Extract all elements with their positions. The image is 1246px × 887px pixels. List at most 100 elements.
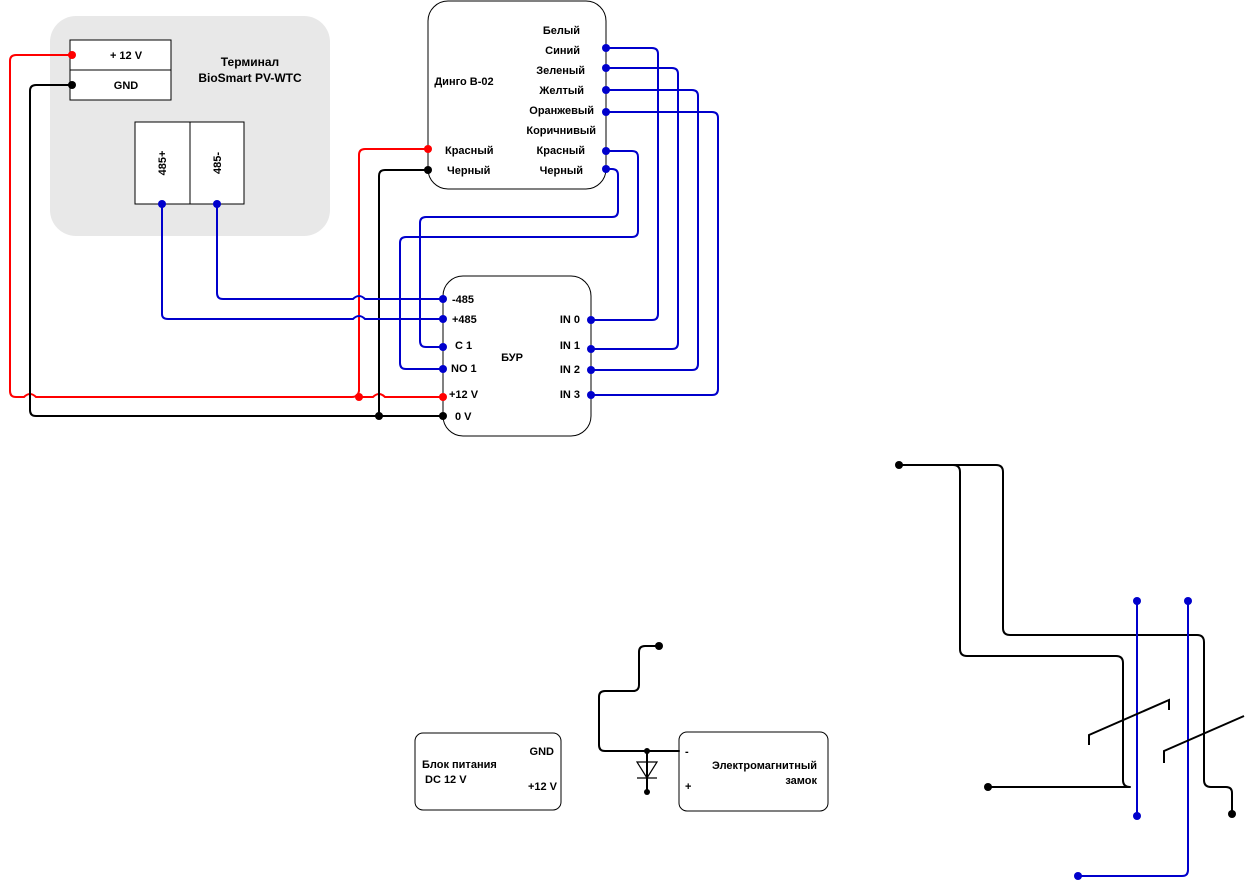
bur-pin-minus485: -485 — [452, 294, 474, 306]
dot-dingo-red — [424, 145, 432, 153]
bur-pin-0v: 0 V — [455, 411, 472, 423]
dingo-box — [427, 0, 607, 190]
bur-pin-plus485: +485 — [452, 314, 477, 326]
dot-relay-black-end-2 — [1228, 810, 1236, 818]
lock-title-line2: замок — [785, 775, 817, 787]
dot-terminal-gnd — [68, 81, 76, 89]
dot-relay-blue-top-2 — [1184, 597, 1192, 605]
dot-bur-in3 — [587, 391, 595, 399]
dot-bur-12v — [439, 393, 447, 401]
dingo-wire-yellow: Желтый — [538, 85, 584, 97]
dot-relay-blue-bottom-1 — [1133, 812, 1141, 820]
lock-title-line1: Электромагнитный — [712, 760, 817, 772]
wire-relay-black-1 — [898, 464, 1233, 815]
dingo-wire-black: Черный — [540, 165, 583, 177]
psu-gnd-label: GND — [530, 746, 555, 758]
dot-dingo-green — [602, 64, 610, 72]
dot-junction-red — [355, 393, 363, 401]
wire-lock-minus — [598, 645, 680, 752]
wire-orange-to-in3 — [590, 111, 719, 396]
dot-bur-in2 — [587, 366, 595, 374]
lock-plus-label: + — [685, 781, 691, 793]
dingo-left-black: Черный — [447, 165, 490, 177]
dot-relay-black-start — [895, 461, 903, 469]
wire-gnd-terminal-to-bur — [29, 84, 444, 417]
dot-junction-black — [375, 412, 383, 420]
relay-fragment — [895, 461, 1245, 880]
blue-wires — [161, 47, 719, 396]
bur-pin-no1: NO 1 — [451, 363, 477, 375]
dingo-wire-brown: Коричнивый — [526, 125, 596, 137]
bur-box — [442, 275, 592, 437]
terminal-title-line1: Терминал — [221, 55, 279, 69]
bur-pin-in3: IN 3 — [560, 389, 580, 401]
dot-dingo-red-right — [602, 147, 610, 155]
relay-contact-1-icon — [1088, 698, 1170, 745]
bur-pin-12v: +12 V — [449, 389, 479, 401]
dot-dingo-blue — [602, 44, 610, 52]
bur-pin-in1: IN 1 — [560, 340, 580, 352]
wire-485-minus — [216, 203, 444, 300]
dot-relay-black-end — [984, 783, 992, 791]
relay-contact-2-icon — [1163, 715, 1245, 763]
wire-green-to-in1 — [590, 67, 679, 350]
terminal-power-plus-box — [69, 39, 172, 71]
terminal-power-plus-label: + 12 V — [110, 50, 143, 62]
wire-relay-black-2 — [952, 464, 1131, 788]
dot-lock-wire-end — [655, 642, 663, 650]
terminal-power-gnd-label: GND — [114, 80, 139, 92]
wire-gnd-to-dingo — [378, 169, 429, 417]
dot-bur-0v — [439, 412, 447, 420]
dot-dingo-yellow — [602, 86, 610, 94]
lock-wiring — [598, 645, 680, 793]
dot-bur-in0 — [587, 316, 595, 324]
wire-yellow-to-in2 — [590, 89, 699, 371]
wire-12v-to-bur — [358, 393, 444, 398]
dot-bur-plus485 — [439, 315, 447, 323]
dot-bur-no1 — [439, 365, 447, 373]
terminal-rs485-minus-box — [189, 121, 245, 205]
dingo-wire-red: Красный — [537, 145, 585, 157]
dot-dingo-orange — [602, 108, 610, 116]
bur-pin-in0: IN 0 — [560, 314, 580, 326]
dot-dingo-black — [424, 166, 432, 174]
wire-red-to-no1 — [399, 150, 639, 370]
dingo-wire-blue: Синий — [545, 45, 580, 57]
dot-485-plus — [158, 200, 166, 208]
lock-box — [678, 731, 829, 812]
dot-485-minus — [213, 200, 221, 208]
dot-diode-top — [644, 748, 650, 754]
wire-485-plus — [161, 203, 444, 320]
dot-bur-minus485 — [439, 295, 447, 303]
bur-title: БУР — [501, 352, 523, 364]
terminal-power-gnd-box — [69, 69, 172, 101]
connection-dots — [68, 44, 610, 420]
bur-pin-in2: IN 2 — [560, 364, 580, 376]
dot-relay-blue-top-1 — [1133, 597, 1141, 605]
bur-pin-c1: C 1 — [455, 340, 472, 352]
dot-bur-in1 — [587, 345, 595, 353]
wire-black-to-c1 — [419, 168, 619, 348]
psu-title-line1: Блок питания — [422, 759, 497, 771]
dingo-wire-orange: Оранжевый — [529, 105, 594, 117]
dingo-left-red: Красный — [445, 145, 493, 157]
dot-diode-bottom — [644, 789, 650, 795]
dingo-title: Динго В-02 — [434, 76, 493, 88]
dot-dingo-black-right — [602, 165, 610, 173]
dot-bur-c1 — [439, 343, 447, 351]
terminal-rs485-plus-label: 485+ — [157, 151, 169, 176]
psu-title-line2: DC 12 V — [425, 774, 467, 786]
diode-icon — [635, 761, 659, 780]
dingo-wire-green: Зеленый — [536, 65, 585, 77]
wire-relay-blue-2 — [1077, 600, 1189, 877]
dot-terminal-12v — [68, 51, 76, 59]
psu-box — [414, 732, 562, 811]
lock-minus-label: - — [685, 746, 689, 758]
terminal-title-line2: BioSmart PV-WTC — [198, 71, 302, 85]
black-wires — [29, 84, 444, 417]
wire-blue-to-in0 — [590, 47, 659, 321]
dingo-wire-white: Белый — [543, 25, 580, 37]
psu-plus-label: +12 V — [528, 781, 558, 793]
dot-relay-blue-bottom-2 — [1074, 872, 1082, 880]
